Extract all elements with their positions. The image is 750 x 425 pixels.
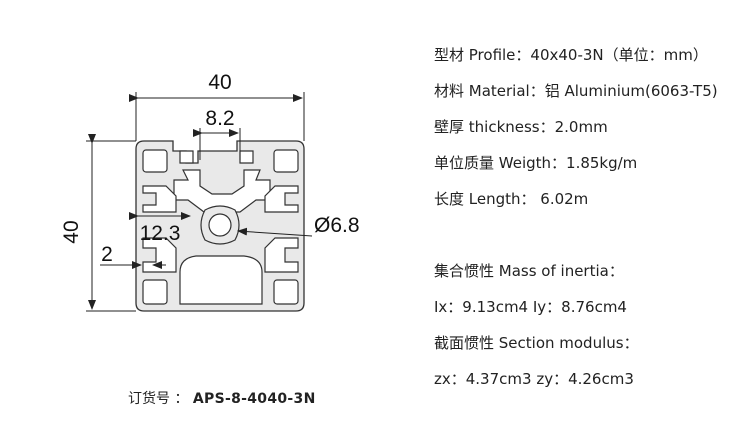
- center-hole: [200, 205, 240, 245]
- order-number: 订货号 ： APS-8-4040-3N: [128, 388, 316, 408]
- spec-weight: 单位质量 Weigth：1.85kg/m: [434, 154, 638, 172]
- dim-hole-label: Ø6.8: [314, 214, 360, 237]
- dim-inner-label: 12.3: [140, 222, 181, 245]
- dim-height-label: 40: [60, 220, 83, 243]
- profile-drawing: 40 40 8.2 12.3 2 Ø6.8: [60, 71, 360, 312]
- spec-material: 材料 Material：铝 Aluminium(6063-T5): [434, 82, 718, 100]
- profile-cavities: [142, 149, 299, 305]
- spec-thickness: 壁厚 thickness：2.0mm: [434, 118, 608, 136]
- dim-width-label: 40: [208, 71, 231, 94]
- spec-inertia-title: 集合惯性 Mass of inertia：: [434, 262, 624, 280]
- spec-length: 长度 Length： 6.02m: [434, 190, 589, 208]
- spec-profile: 型材 Profile：40x40-3N（单位：mm）: [434, 46, 708, 64]
- dimension-lines: [86, 92, 313, 312]
- spec-modulus-values: zx：4.37cm3 zy：4.26cm3: [434, 370, 634, 388]
- dim-slot-label: 8.2: [205, 107, 234, 130]
- dim-wall-label: 2: [101, 243, 113, 266]
- order-code: APS-8-4040-3N: [192, 391, 316, 407]
- spec-inertia-values: Ix：9.13cm4 Iy：8.76cm4: [434, 298, 627, 316]
- spec-modulus-title: 截面惯性 Section modulus：: [434, 334, 639, 352]
- order-label: 订货号 ：: [128, 391, 189, 407]
